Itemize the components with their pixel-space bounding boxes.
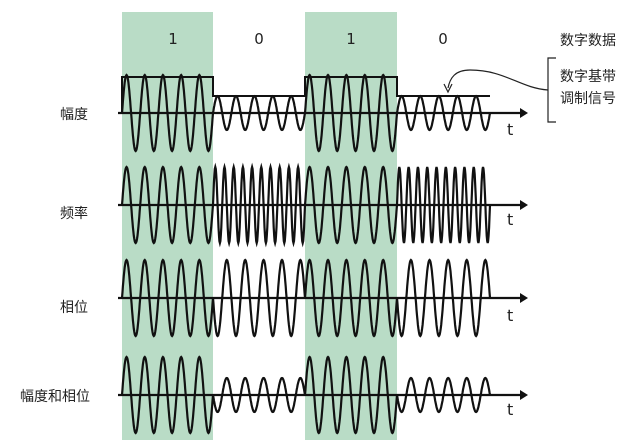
axis-arrow-icon — [520, 108, 528, 118]
modulated-wave-amplitude-phase — [120, 355, 492, 435]
axis-arrow-icon — [520, 390, 528, 400]
row-label-amplitude: 幅度 — [60, 107, 88, 123]
baseband-label-line1: 数字基带 — [560, 69, 616, 85]
bit-label: 0 — [438, 30, 448, 48]
pointer-arrow — [447, 69, 549, 91]
axis-t-label: t — [507, 400, 514, 419]
row-label-frequency: 频率 — [60, 206, 88, 222]
modulated-wave-frequency — [120, 162, 492, 248]
row-label-amplitude-phase: 幅度和相位 — [20, 389, 90, 405]
bit-label: 0 — [254, 30, 264, 48]
modulated-wave-amplitude — [120, 73, 492, 153]
pointer-arrow-head — [443, 83, 453, 94]
row-label-phase: 相位 — [60, 300, 88, 316]
baseband-envelope — [121, 76, 490, 113]
axis-t-label: t — [507, 120, 514, 139]
bit-label: 1 — [168, 30, 178, 48]
bracket — [547, 57, 556, 123]
bit-label: 1 — [346, 30, 356, 48]
axis-arrow-icon — [520, 293, 528, 303]
axis-arrow-icon — [520, 200, 528, 210]
digital-data-label: 数字数据 — [560, 33, 616, 49]
baseband-label-line2: 调制信号 — [560, 91, 616, 107]
axis-t-label: t — [507, 210, 514, 229]
modulated-wave-phase — [120, 258, 492, 338]
axis-t-label: t — [507, 306, 514, 325]
